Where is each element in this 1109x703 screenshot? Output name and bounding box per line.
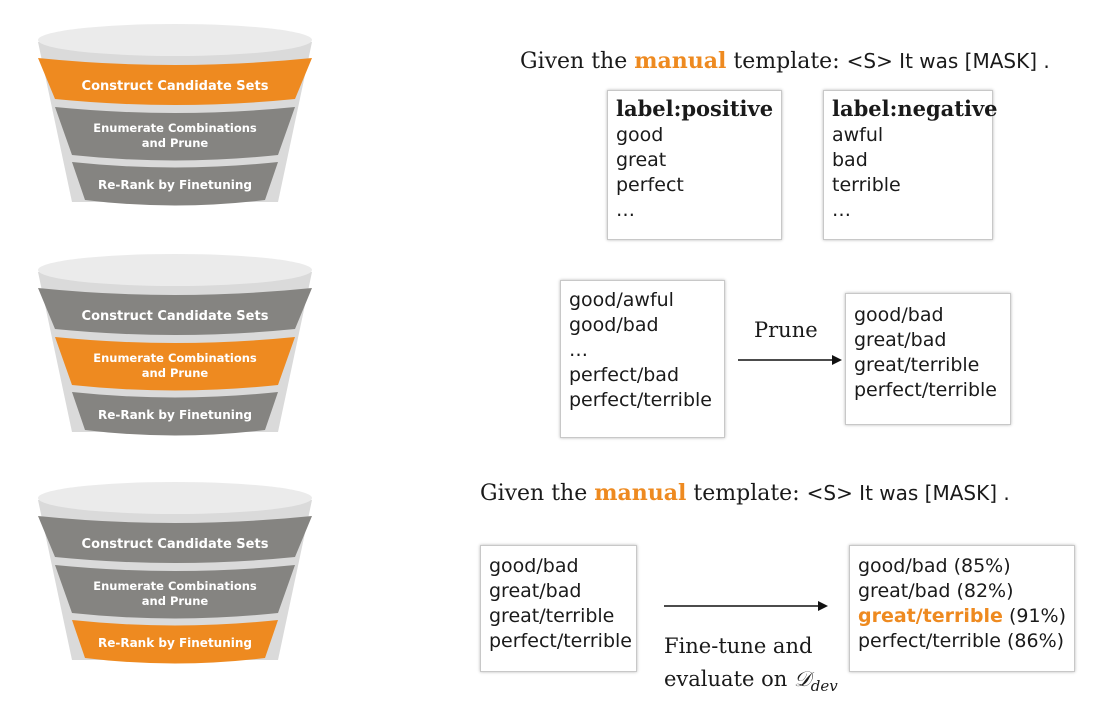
result-label: great/bad [858,580,951,602]
funnel-2-stage-2-label-line2: and Prune [142,366,209,380]
result-row: perfect/terrible (86%) [858,629,1066,654]
negative-word: terrible [832,174,901,196]
heading-top: Given the manual template: <S> It was [M… [520,48,1050,74]
negative-ellipsis: … [832,199,851,221]
funnel-2-stage-3-label: Re-Rank by Finetuning [98,408,252,422]
heading-bottom-prefix: Given the [480,481,595,506]
heading-top-middle: template: [726,49,847,74]
funnel-3-stage-1 [38,516,312,563]
funnel-3-stage-1-label: Construct Candidate Sets [82,537,269,552]
funnel-1-stage-2 [55,107,295,161]
result-row: good/bad (85%) [858,554,1066,579]
funnel-3: Construct Candidate Sets Enumerate Combi… [38,482,312,664]
funnel-3-rim [38,482,312,514]
finetune-label: Fine-tune and evaluate on 𝒟dev [664,630,838,703]
results-box: good/bad (85%) great/bad (82%) great/ter… [849,545,1075,672]
funnel-3-stage-2-label-line2: and Prune [142,594,209,608]
negative-word: awful [832,124,884,146]
funnel-1-stage-3-label: Re-Rank by Finetuning [98,178,252,192]
result-score: (91%) [1002,605,1067,627]
negative-label-box: label:negative awful bad terrible … [823,90,998,240]
result-label: good/bad [858,555,948,577]
pruned-item: great/terrible [854,354,980,376]
pruned-item: good/bad [854,304,944,326]
heading-top-template: <S> It was [MASK] . [846,49,1050,73]
funnel-1-stage-1 [38,58,312,105]
candidate-item: good/bad [489,555,579,577]
heading-top-accent: manual [634,48,727,74]
prune-label: Prune [754,318,818,342]
heading-bottom-template: <S> It was [MASK] . [806,481,1010,505]
funnel-2-stage-2 [55,337,295,391]
funnel-2-stage-1 [38,288,312,335]
finetune-label-line1: Fine-tune and [664,634,813,658]
dev-set-subscript: dev [810,677,838,696]
funnel-2-stage-2-label-line1: Enumerate Combinations [93,351,257,365]
combination-item: perfect/terrible [569,389,712,411]
funnel-3-stage-2 [55,565,295,619]
funnel-1-stage-1-label: Construct Candidate Sets [82,79,269,94]
funnel-1-stage-3 [72,162,278,206]
positive-word: great [616,149,667,171]
heading-bottom-middle: template: [686,481,807,506]
combination-item: perfect/bad [569,364,680,386]
combination-item: good/bad [569,314,659,336]
finetune-label-evaluate: evaluate on [664,667,794,691]
combination-item: good/awful [569,289,674,311]
candidate-item: great/bad [489,580,582,602]
pruned-item: great/bad [854,329,947,351]
candidate-item: perfect/terrible [489,630,632,652]
result-row-best: great/terrible (91%) [858,604,1066,629]
negative-word: bad [832,149,868,171]
funnel-2: Construct Candidate Sets Enumerate Combi… [38,254,312,436]
heading-top-prefix: Given the [520,49,635,74]
combination-ellipsis: … [569,339,588,361]
funnel-2-stage-3 [72,392,278,436]
combinations-box: good/awful good/bad … perfect/bad perfec… [560,280,725,438]
funnel-3-stage-2-label-line1: Enumerate Combinations [93,579,257,593]
finetune-arrow [664,601,828,611]
finetune-label-line2: evaluate on 𝒟dev [664,663,838,703]
funnel-1-stage-2-label-line1: Enumerate Combinations [93,121,257,135]
funnel-1-stage-2-label-line2: and Prune [142,136,209,150]
negative-label-title: label:negative [832,96,998,121]
heading-bottom: Given the manual template: <S> It was [M… [480,480,1010,506]
candidates-box: good/bad great/bad great/terrible perfec… [480,545,637,672]
positive-word: good [616,124,664,146]
funnel-2-stage-1-label: Construct Candidate Sets [82,309,269,324]
candidate-item: great/terrible [489,605,615,627]
funnel-3-stage-3-label: Re-Rank by Finetuning [98,636,252,650]
positive-ellipsis: … [616,199,635,221]
pruned-item: perfect/terrible [854,379,997,401]
pruned-box: good/bad great/bad great/terrible perfec… [845,293,1011,425]
funnel-3-stage-3 [72,620,278,664]
funnel-2-rim [38,254,312,286]
positive-word: perfect [616,174,684,196]
funnel-1-rim [38,24,312,56]
positive-label-title: label:positive [616,96,774,121]
result-score: (82%) [950,580,1014,602]
result-label: perfect/terrible [858,630,1001,652]
heading-bottom-accent: manual [594,480,687,506]
result-score: (85%) [947,555,1011,577]
result-row: great/bad (82%) [858,579,1066,604]
funnel-1: Construct Candidate Sets Enumerate Combi… [38,24,312,206]
result-label-best: great/terrible [858,605,1003,627]
dev-set-symbol: 𝒟 [793,667,811,691]
positive-label-box: label:positive good great perfect … [607,90,782,240]
result-score: (86%) [1000,630,1065,652]
prune-arrow [738,355,842,365]
